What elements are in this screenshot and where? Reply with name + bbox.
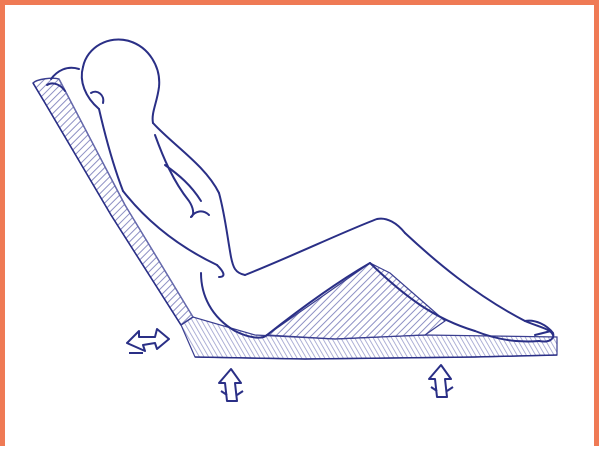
height-adjust-arrow-icon [219,369,243,401]
reclining-chair-illustration [5,5,599,451]
chair-backrest [33,78,193,325]
recline-adjust-arrow-icon [127,329,169,353]
height-adjust-arrow-icon [429,365,453,397]
chair-legrest [267,263,445,339]
person-figure [47,39,553,341]
